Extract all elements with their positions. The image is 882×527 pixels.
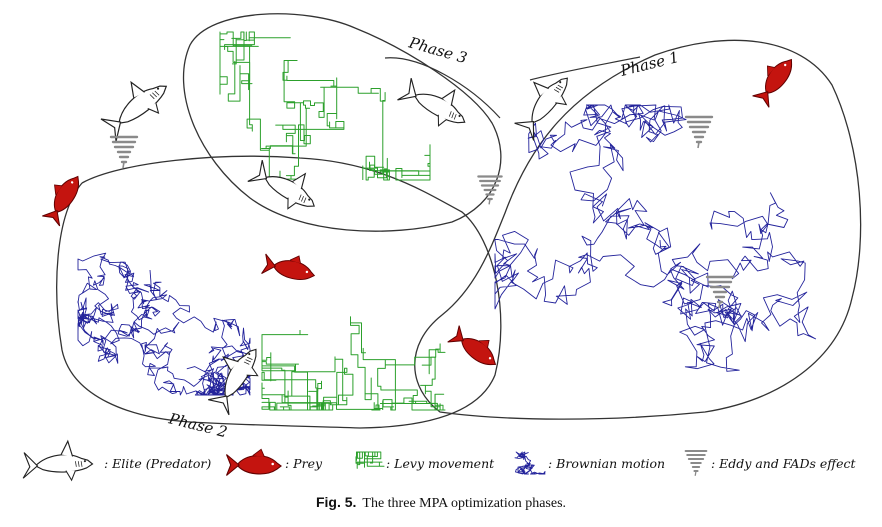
legend-levy-icon [355,451,385,469]
red-fish-icon [261,248,319,285]
tornado-icon [109,135,139,170]
caption-text: The three MPA optimization phases. [362,496,567,511]
legend-prey-label: : Prey [285,456,323,471]
legend-tornado-icon [684,450,708,477]
phase3-boundary [182,13,502,232]
red-fish-icon [748,49,800,108]
legend-brownian-label: : Brownian motion [548,456,665,471]
shark-icon [246,149,327,221]
levy-walk-phase3 [219,31,431,181]
phase-overlap-stroke [529,56,641,81]
legend-eddy-label: : Eddy and FADs effect [711,456,857,471]
tornado-icon [477,175,503,206]
legend-brownian-trail [514,451,546,475]
tornado-icon [684,115,714,150]
shark-icon [504,62,581,143]
legend-levy-label: : Levy movement [386,456,495,471]
red-fish-icon [447,321,506,373]
shark-icon [92,66,177,144]
phase-overlap-stroke [384,57,501,119]
legend-levy-trail [355,451,385,469]
shark-icon [395,67,477,137]
brownian-walk-phase1 [494,104,817,372]
phase-2-label: Phase 2 [166,409,229,441]
phase2-boundary [56,155,502,429]
levy-walk-phase2 [261,316,446,411]
brownian-walk-phase2 [77,252,251,396]
red-fish-icon [37,167,87,227]
legend-elite-label: : Elite (Predator) [104,456,211,471]
legend-brownian-icon [514,451,546,475]
shark-icon [197,336,270,417]
legend-fish-icon [225,448,282,477]
legend: : Elite (Predator) : Prey : Levy movemen… [22,440,857,481]
figure-caption: Fig. 5. The three MPA optimization phases… [0,494,882,512]
figure-number: Fig. 5. [315,494,357,510]
phase1-boundary [414,39,862,420]
phase-1-label: Phase 1 [618,48,681,80]
legend-shark-icon [22,440,94,481]
